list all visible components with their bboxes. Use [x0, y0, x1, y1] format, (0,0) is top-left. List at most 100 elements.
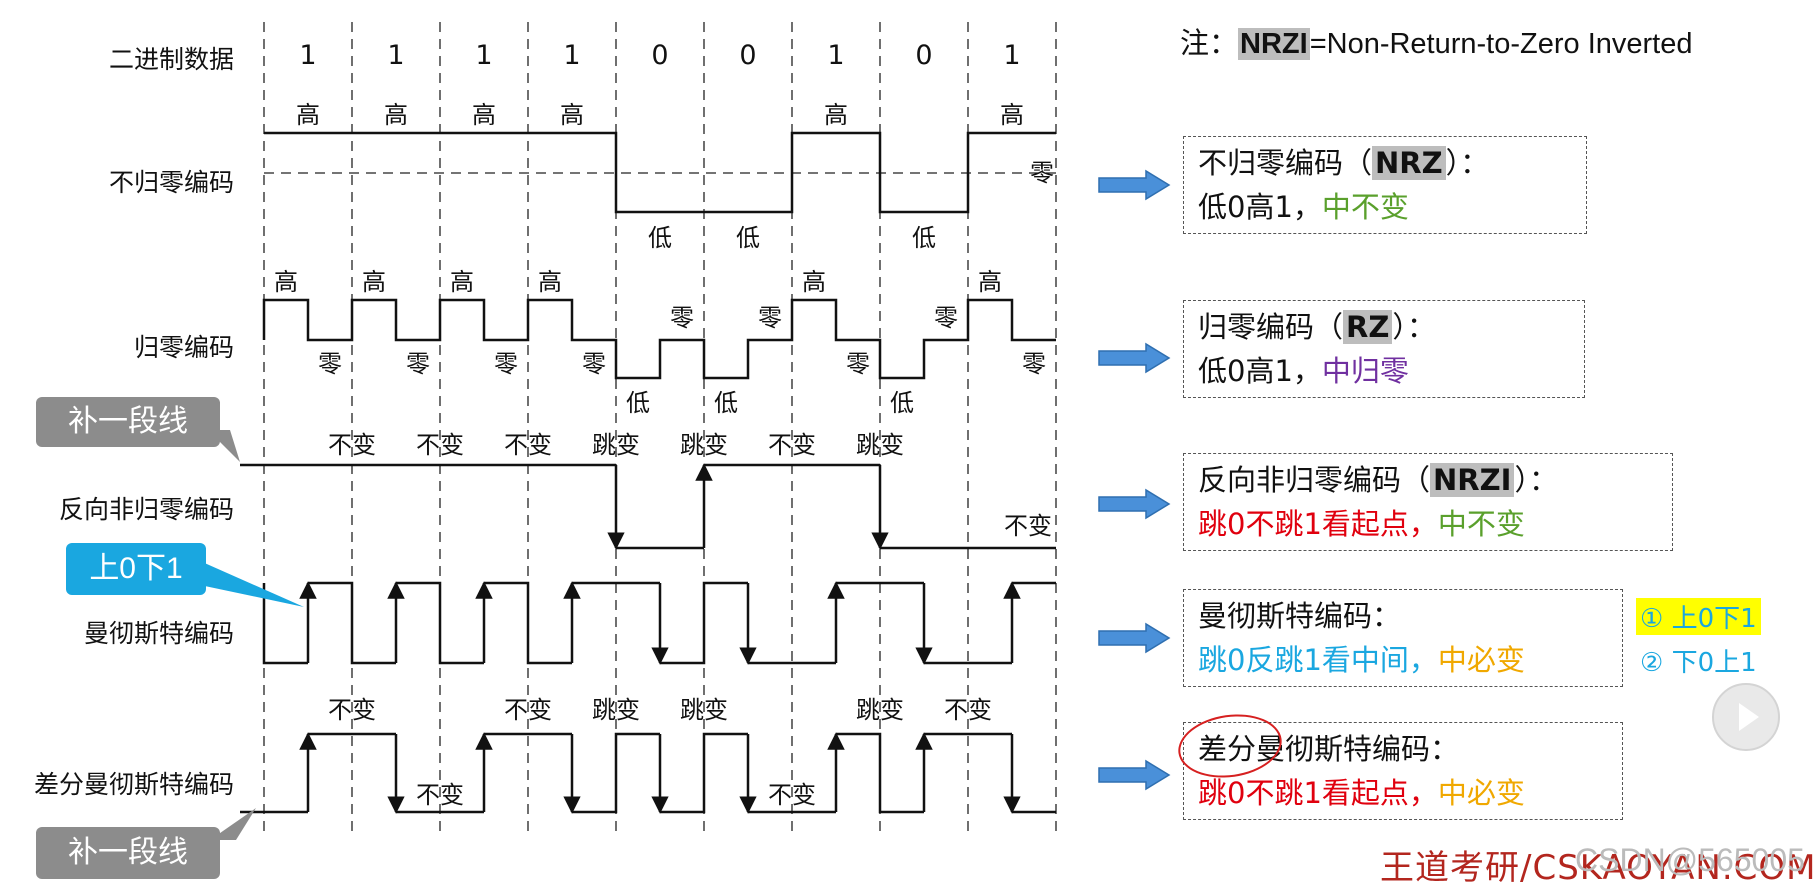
rz-zero-label: 零	[582, 350, 606, 378]
note-term: NRZI	[1238, 28, 1310, 60]
nrz-high-label: 高	[824, 101, 848, 129]
bit-value: 0	[915, 40, 932, 71]
nrzi-change-label: 不变	[328, 431, 376, 459]
rz-low-label: 低	[626, 389, 650, 417]
rz-zero-label: 零	[494, 350, 518, 378]
rz-zero-label: 零	[670, 304, 694, 332]
bit-value: 1	[387, 40, 404, 71]
arrow-icon	[1098, 488, 1171, 520]
play-button[interactable]	[1712, 683, 1780, 751]
manchester-emph: 中必变	[1437, 643, 1525, 677]
arrow-icon	[1098, 342, 1171, 374]
bit-value: 1	[475, 40, 492, 71]
rz-high-label: 高	[362, 268, 386, 296]
row-label-nrzi: 反向非归零编码	[58, 495, 234, 524]
note-text: =Non-Return-to-Zero Inverted	[1309, 28, 1693, 60]
nrzi-title-code: NRZI	[1430, 463, 1515, 497]
row-label-binary-data: 二进制数据	[108, 45, 234, 74]
nrzi-title-post: ）：	[1514, 463, 1558, 497]
nrzi-title-pre: 反向非归零编码（	[1198, 463, 1431, 497]
diff-manchester-change-label: 不变	[328, 696, 376, 724]
manchester-title: 曼彻斯特编码：	[1198, 599, 1402, 633]
manchester-waveform	[262, 581, 1056, 665]
nrz-high-label: 高	[384, 101, 408, 129]
rz-low-label: 低	[714, 389, 738, 417]
nrz-low-label: 低	[648, 224, 672, 252]
nrzi-change-label: 不变	[416, 431, 464, 459]
nrzi-waveform	[240, 463, 1056, 550]
nrz-high-label: 高	[296, 101, 320, 129]
note-prefix: 注：	[1180, 28, 1239, 60]
rz-waveform	[262, 298, 1056, 380]
nrz-waveform	[264, 131, 1056, 214]
nrzi-note: 注：NRZI=Non-Return-to-Zero Inverted	[1180, 20, 1693, 62]
manchester-note-1: ① 上0下1	[1636, 598, 1761, 635]
nrzi-change-label: 不变	[1004, 512, 1052, 540]
nrz-high-label: 高	[472, 101, 496, 129]
arrow-icon	[1098, 759, 1171, 791]
rz-zero-label: 零	[406, 350, 430, 378]
rz-rule: 低0高1，	[1198, 354, 1322, 388]
arrow-icon	[1098, 622, 1171, 654]
bit-value: 0	[739, 40, 756, 71]
rz-zero-label: 零	[934, 304, 958, 332]
signal-waveforms	[240, 131, 1056, 814]
arrow-icon	[1098, 169, 1171, 201]
diff-manchester-change-label: 跳变	[592, 696, 640, 724]
diff-manchester-rule: 跳0不跳1看起点，	[1198, 776, 1438, 810]
bit-value: 1	[299, 40, 316, 71]
manchester-rule: 跳0反跳1看中间，	[1198, 643, 1438, 677]
rz-high-label: 高	[978, 268, 1002, 296]
diff-manchester-change-label: 不变	[416, 781, 464, 809]
nrz-title-pre: 不归零编码（	[1198, 146, 1373, 180]
rz-title-code: RZ	[1343, 310, 1393, 344]
rz-zero-label: 零	[1022, 350, 1046, 378]
bit-value: 1	[563, 40, 580, 71]
nrz-low-label: 低	[912, 224, 936, 252]
diff-manchester-emph: 中必变	[1437, 776, 1525, 810]
rz-title-post: ）：	[1392, 310, 1436, 344]
diff-manchester-change-label: 不变	[504, 696, 552, 724]
diff-manchester-title: 差分曼彻斯特编码：	[1198, 732, 1460, 766]
nrzi-rule-box: 反向非归零编码（NRZI）： 跳0不跳1看起点，中不变	[1183, 453, 1673, 551]
rz-high-label: 高	[450, 268, 474, 296]
nrz-high-label: 高	[1000, 101, 1024, 129]
callout-up0-down1: 上0下1	[66, 543, 206, 595]
diff-manchester-change-label: 不变	[768, 781, 816, 809]
nrzi-rule: 跳0不跳1看起点，	[1198, 507, 1438, 541]
nrz-rule: 低0高1，	[1198, 190, 1322, 224]
nrz-high-label: 高	[560, 101, 584, 129]
diff-manchester-change-label: 跳变	[680, 696, 728, 724]
nrzi-emph: 中不变	[1437, 507, 1525, 541]
nrz-emph: 中不变	[1321, 190, 1409, 224]
manchester-note-2: ② 下0上1	[1640, 648, 1757, 678]
rz-high-label: 高	[802, 268, 826, 296]
watermark-text: CSDN@565005	[1575, 842, 1805, 878]
row-label-nrz: 不归零编码	[108, 168, 234, 197]
nrz-title-code: NRZ	[1372, 146, 1446, 180]
nrz-low-label: 低	[736, 224, 760, 252]
rz-zero-label: 零	[758, 304, 782, 332]
bit-boundary-lines	[263, 22, 1057, 835]
rz-emph: 中归零	[1321, 354, 1409, 388]
rz-rule-box: 归零编码（RZ）： 低0高1，中归零	[1183, 300, 1585, 398]
callout-pointer	[210, 808, 256, 840]
rz-low-label: 低	[890, 389, 914, 417]
nrzi-change-label: 不变	[768, 431, 816, 459]
nrz-zero-label: 零	[1030, 159, 1054, 187]
nrz-rule-box: 不归零编码（NRZ）： 低0高1，中不变	[1183, 136, 1587, 234]
bit-value: 0	[651, 40, 668, 71]
rz-zero-label: 零	[846, 350, 870, 378]
diff-manchester-change-label: 跳变	[856, 696, 904, 724]
nrzi-change-label: 不变	[504, 431, 552, 459]
bit-value: 1	[1003, 40, 1020, 71]
rz-title-pre: 归零编码（	[1198, 310, 1344, 344]
callout-pointer	[200, 561, 304, 607]
nrz-title-post: ）：	[1445, 146, 1490, 180]
nrzi-change-label: 跳变	[680, 431, 728, 459]
callout-supplement-bottom: 补一段线	[36, 827, 220, 879]
diff-manchester-change-label: 不变	[944, 696, 992, 724]
row-label-rz: 归零编码	[133, 333, 234, 362]
bit-value: 1	[827, 40, 844, 71]
